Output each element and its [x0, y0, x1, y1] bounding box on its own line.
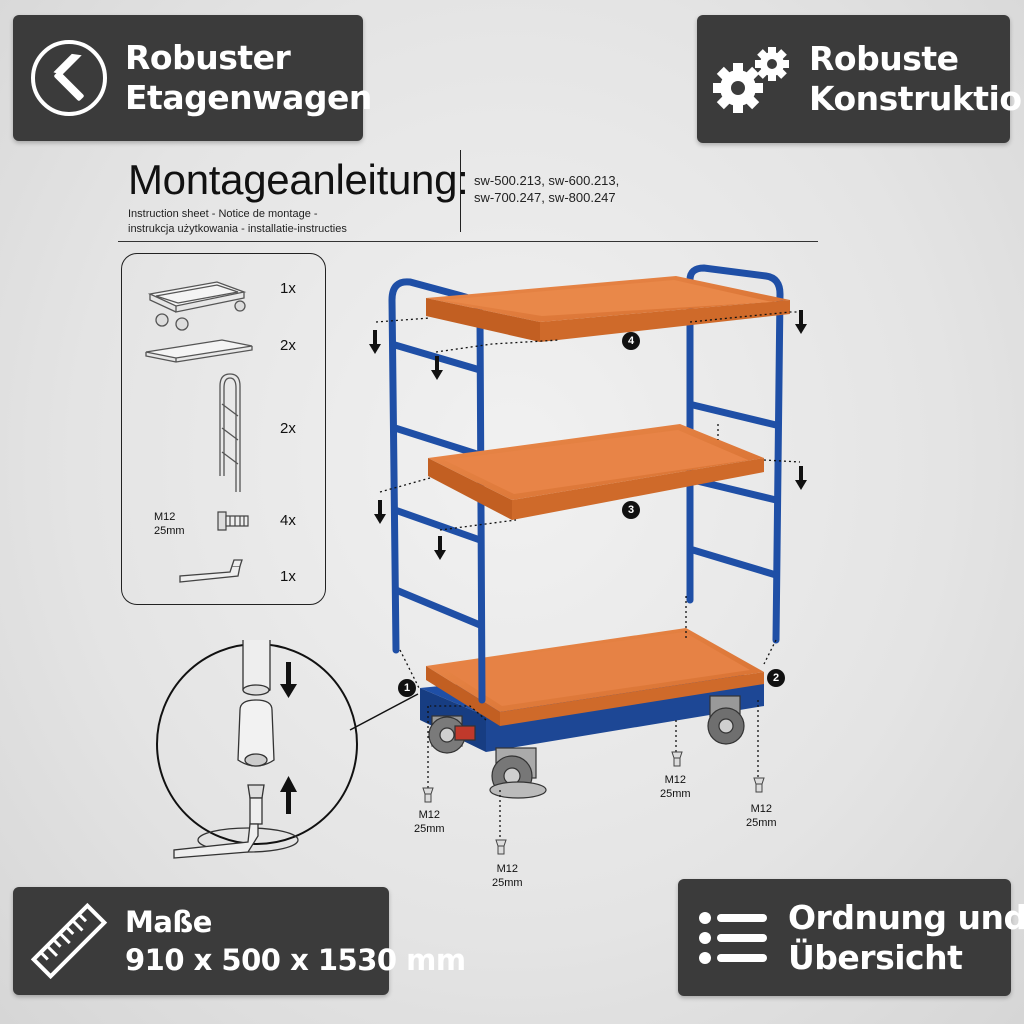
badge-line1: Robuster	[125, 38, 291, 77]
bolt-size-line2: 25mm	[154, 525, 185, 537]
feature-badge-order: Ordnung und Übersicht	[678, 879, 1024, 996]
step-marker-4: 4	[622, 332, 640, 350]
model-numbers: sw-500.213, sw-600.213, sw-700.247, sw-8…	[474, 172, 619, 206]
detail-contents	[173, 640, 299, 859]
subtitle-line1: Instruction sheet - Notice de montage -	[128, 208, 318, 220]
hex-key-drawing	[179, 559, 243, 583]
badge-line1: Maße	[125, 905, 212, 939]
qty-bolt: 4x	[280, 512, 296, 529]
bolt-label-line1: M12	[418, 809, 440, 821]
header-divider	[460, 150, 461, 232]
bolt-label-line2: 25mm	[746, 817, 777, 829]
left-ladder-frame	[388, 278, 486, 704]
bolt-label-line2: 25mm	[492, 877, 523, 889]
badge-line2: Konstruktion	[809, 79, 1024, 118]
title-translations: Instruction sheet - Notice de montage - …	[128, 207, 347, 237]
step-marker-2: 2	[767, 669, 785, 687]
bolt-label-front: M12 25mm	[492, 862, 523, 890]
base-trolley	[420, 660, 764, 799]
bolt-label-line2: 25mm	[414, 823, 445, 835]
bolt-label-line2: 25mm	[660, 788, 691, 800]
bolt-drawing	[217, 511, 249, 531]
header-rule	[118, 241, 818, 242]
bolt-size-line1: M12	[154, 511, 176, 523]
detail-magnifier	[156, 643, 419, 845]
ladder-frame-drawing	[219, 373, 241, 492]
models-line2: sw-700.247, sw-800.247	[474, 190, 616, 205]
badge-line2: Etagenwagen	[125, 78, 372, 117]
bolt-label-line1: M12	[750, 803, 772, 815]
middle-tray	[428, 424, 764, 520]
bolt-label-line1: M12	[664, 774, 686, 786]
subtitle-line2: instrukcja użytkowania - installatie-ins…	[128, 223, 347, 235]
top-tray	[426, 276, 790, 342]
qty-ladder-frame: 2x	[280, 420, 296, 437]
qty-hex-key: 1x	[280, 568, 296, 585]
badge-line2: 910 x 500 x 1530 mm	[125, 943, 466, 977]
step-marker-1: 1	[398, 679, 416, 697]
gears-icon	[697, 44, 809, 114]
right-ladder-frame	[686, 264, 784, 644]
bolt-size-label: M12 25mm	[154, 510, 185, 538]
qty-base-trolley: 1x	[280, 280, 296, 297]
feature-badge-dimensions: Maße 910 x 500 x 1530 mm	[13, 887, 466, 995]
feature-badge-robust-trolley: Robuster Etagenwagen	[13, 15, 372, 141]
parts-list: 1x 2x 2x M12 25mm 4x 1x	[121, 253, 326, 605]
bolt-label-right: M12 25mm	[746, 802, 777, 830]
base-trolley-drawing	[147, 281, 247, 331]
badge-line2: Übersicht	[788, 937, 963, 977]
parts-drawings	[145, 281, 253, 583]
models-line1: sw-500.213, sw-600.213,	[474, 173, 620, 188]
down-arrows	[369, 310, 807, 560]
bolt-label-front-left: M12 25mm	[414, 808, 445, 836]
hammer-icon	[13, 38, 125, 118]
bolt-label-line1: M12	[496, 863, 518, 875]
detail-arrows	[280, 662, 297, 814]
page-title: Montageanleitung:	[128, 156, 469, 203]
ruler-icon	[13, 899, 125, 983]
list-icon	[678, 908, 788, 968]
qty-tray: 2x	[280, 337, 296, 354]
guide-lines	[375, 311, 801, 840]
badge-line1: Robuste	[809, 39, 959, 78]
feature-badge-robust-construction: Robuste Konstruktion	[697, 15, 1024, 143]
bottom-tray	[426, 628, 764, 726]
tray-drawing	[145, 339, 253, 363]
step-marker-3: 3	[622, 501, 640, 519]
bolt-label-rear: M12 25mm	[660, 773, 691, 801]
badge-line1: Ordnung und	[788, 897, 1024, 937]
bolt-icons	[422, 751, 765, 855]
